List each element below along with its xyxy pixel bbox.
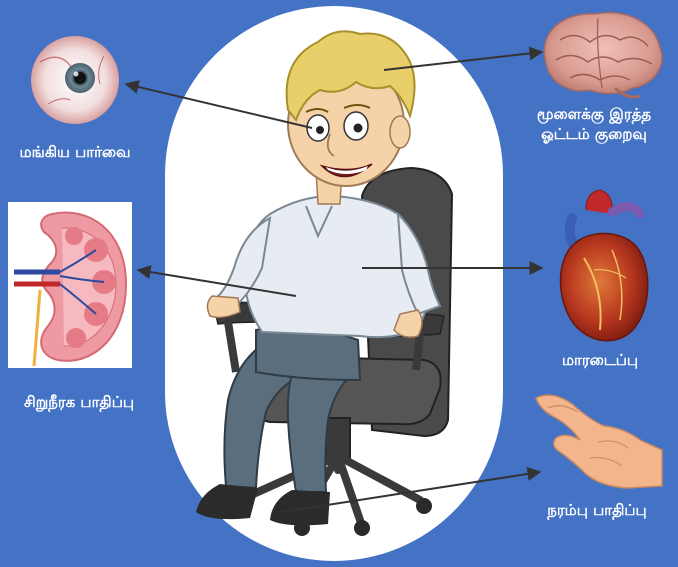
label-nerve-text: நரம்பு பாதிப்பு [522,500,672,520]
label-kidney-damage: சிறுநீரக பாதிப்பு [4,392,154,412]
label-brain-line2: ஓட்டம் குறைவு [510,124,678,144]
label-kidney-text: சிறுநீரக பாதிப்பு [4,392,154,412]
label-blurred-vision-text: மங்கிய பார்வை [10,142,140,162]
kidney-icon [8,202,132,368]
label-brain-line1: மூளைக்கு இரத்த [510,104,678,124]
eye-icon [31,36,119,124]
label-heart-text: மாரடைப்பு [540,350,660,370]
label-brain-blood-flow: மூளைக்கு இரத்த ஓட்டம் குறைவு [510,104,678,144]
heart-icon [561,190,648,341]
hand-icon [536,395,662,488]
label-heart-attack: மாரடைப்பு [540,350,660,370]
label-blurred-vision: மங்கிய பார்வை [10,142,140,162]
brain-icon [544,13,662,97]
label-nerve-damage: நரம்பு பாதிப்பு [522,500,672,520]
